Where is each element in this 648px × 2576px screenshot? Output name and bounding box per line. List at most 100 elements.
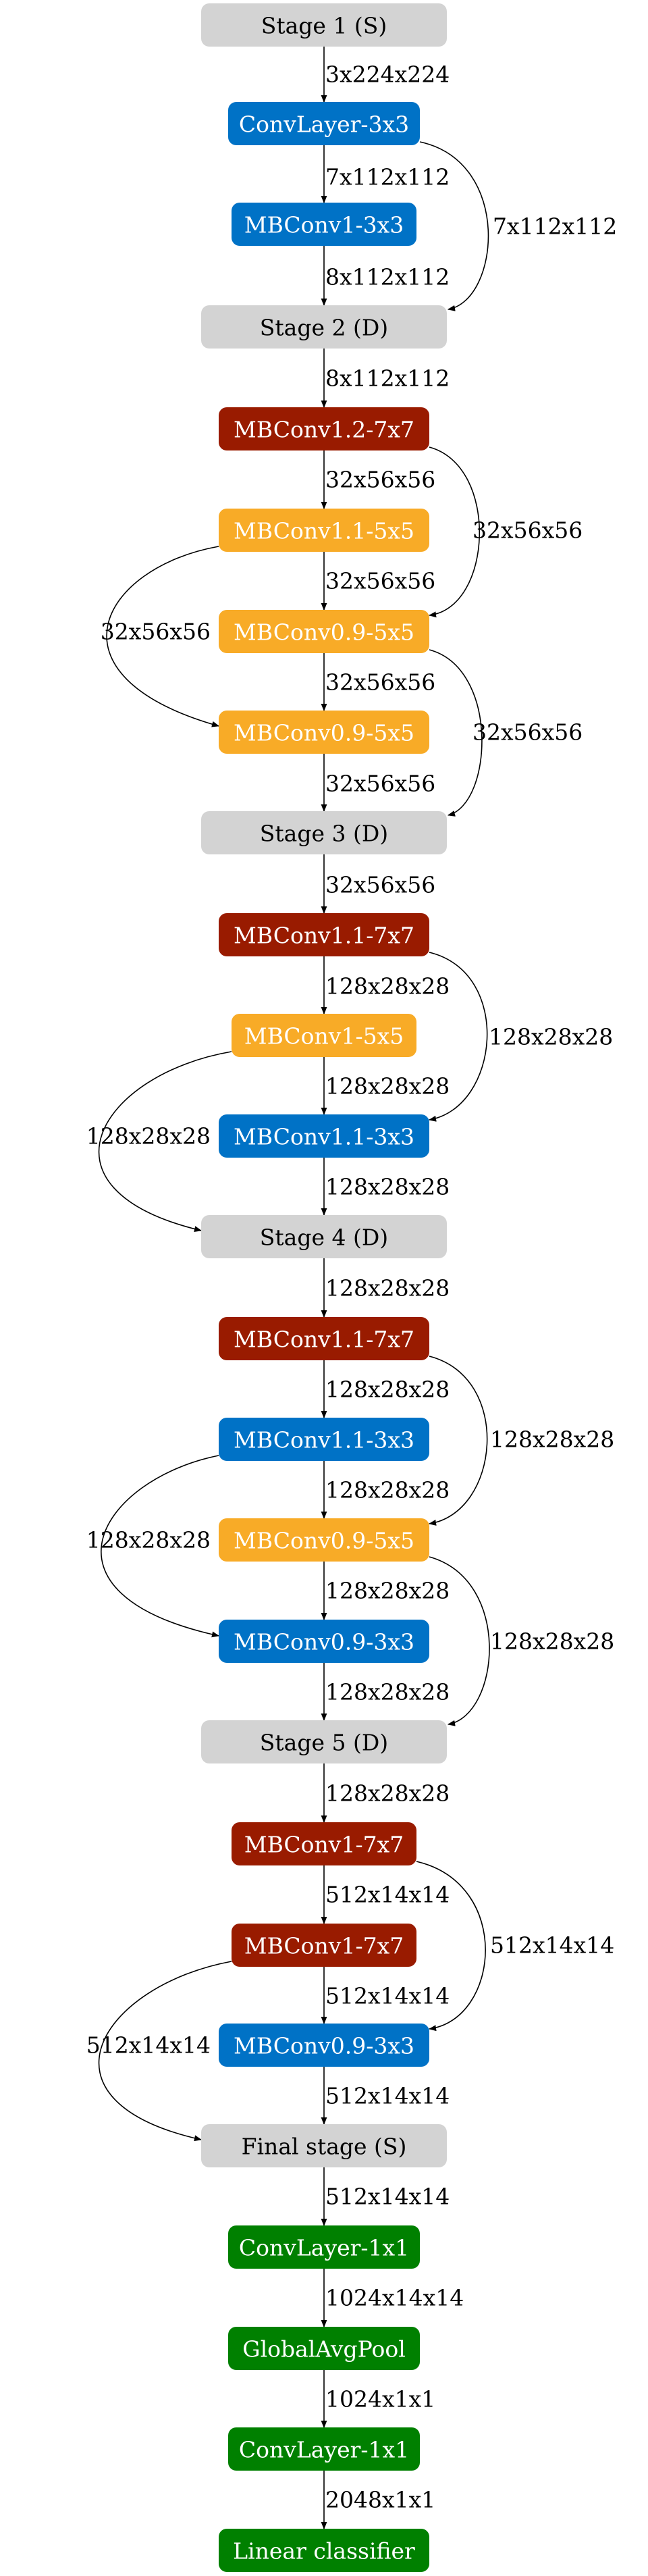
edge-label: 128x28x28 [86, 1527, 211, 1553]
node-global_avg_pool: GlobalAvgPool [228, 2327, 420, 2370]
edge-convlayer_3x3-to-mbconv1_3x3: 7x112x112 [321, 145, 450, 204]
node-box [228, 102, 420, 145]
edge-s4_mbconv0_9_5x5-to-stage5: 128x28x28 [429, 1556, 614, 1726]
node-label: Stage 2 (D) [260, 315, 388, 341]
edge-label: 32x56x56 [473, 719, 583, 746]
node-s4_mbconv1_1_3x3: MBConv1.1-3x3 [219, 1418, 429, 1461]
edge-convlayer_1x1_a-to-global_avg_pool: 1024x14x14 [321, 2269, 464, 2328]
edge-s4_mbconv1_1_7x7-to-s4_mbconv0_9_5x5: 128x28x28 [428, 1356, 614, 1526]
edge-final_stage-to-convlayer_1x1_a: 512x14x14 [321, 2167, 450, 2227]
node-box [201, 1720, 447, 1763]
edge-label: 3x224x224 [325, 61, 450, 88]
edge-global_avg_pool-to-convlayer_1x1_b: 1024x1x1 [321, 2370, 435, 2429]
node-s3_mbconv1_1_3x3: MBConv1.1-3x3 [219, 1114, 429, 1158]
edge-stage3-to-s3_mbconv1_1_7x7: 32x56x56 [321, 854, 435, 915]
edge-label: 128x28x28 [325, 1073, 450, 1100]
edge-label: 512x14x14 [325, 1983, 450, 2009]
edge-s3_mbconv1_1_3x3-to-stage4: 128x28x28 [321, 1158, 450, 1216]
edge-label: 32x56x56 [101, 619, 211, 645]
edge-stage4-to-s4_mbconv1_1_7x7: 128x28x28 [321, 1258, 450, 1318]
node-box [219, 1317, 429, 1360]
edge-label: 32x56x56 [325, 872, 435, 898]
node-box [219, 509, 429, 552]
node-box [232, 203, 416, 246]
edge-label: 128x28x28 [490, 1426, 614, 1453]
edge-arrow [101, 1455, 220, 1638]
edge-arrow [106, 546, 220, 727]
node-s5_mbconv0_9_3x3: MBConv0.9-3x3 [219, 2024, 429, 2067]
edge-s4_mbconv0_9_3x3-to-stage5: 128x28x28 [321, 1663, 450, 1722]
edge-s5_mbconv1_7x7_a-to-s5_mbconv1_7x7_b: 512x14x14 [321, 1865, 450, 1925]
node-convlayer_1x1_a: ConvLayer-1x1 [228, 2225, 420, 2269]
node-s3_mbconv1_5x5: MBConv1-5x5 [232, 1014, 416, 1057]
edge-label: 8x112x112 [325, 365, 450, 392]
edge-stage5-to-s5_mbconv1_7x7_a: 128x28x28 [321, 1763, 450, 1824]
node-s4_mbconv0_9_3x3: MBConv0.9-3x3 [219, 1620, 429, 1663]
edge-s4_mbconv0_9_5x5-to-s4_mbconv0_9_3x3: 128x28x28 [321, 1562, 450, 1621]
edge-label: 32x56x56 [325, 669, 435, 696]
node-label: MBConv1-5x5 [244, 1023, 404, 1050]
node-box [228, 2225, 420, 2269]
node-s4_mbconv1_1_7x7: MBConv1.1-7x7 [219, 1317, 429, 1360]
edge-label: 32x56x56 [325, 467, 435, 493]
edges-layer: 3x224x2247x112x1127x112x1128x112x1128x11… [86, 47, 617, 2530]
node-label: Final stage (S) [242, 2134, 407, 2160]
edge-s5_mbconv1_7x7_b-to-final_stage: 512x14x14 [86, 1961, 232, 2142]
edge-label: 512x14x14 [490, 1932, 614, 1959]
edge-label: 1024x14x14 [325, 2285, 464, 2311]
edge-s4_mbconv1_1_7x7-to-s4_mbconv1_1_3x3: 128x28x28 [321, 1360, 450, 1419]
edge-label: 128x28x28 [490, 1628, 614, 1655]
edge-arrow [98, 1051, 232, 1232]
edge-convlayer_3x3-to-stage2: 7x112x112 [419, 141, 617, 311]
node-label: Stage 4 (D) [260, 1225, 388, 1251]
edge-s3_mbconv1_1_7x7-to-s3_mbconv1_1_3x3: 128x28x28 [428, 952, 613, 1122]
edge-label: 128x28x28 [325, 1275, 450, 1302]
node-label: MBConv1.1-5x5 [234, 518, 414, 544]
node-label: Stage 1 (S) [261, 13, 387, 39]
edge-arrow [428, 952, 488, 1122]
node-label: MBConv1.1-7x7 [234, 1326, 414, 1353]
node-box [219, 2529, 429, 2572]
edge-label: 512x14x14 [86, 2032, 211, 2059]
edge-label: 128x28x28 [325, 1376, 450, 1403]
edge-s2_mbconv1_1_5x5-to-s2_mbconv0_9_5x5_a: 32x56x56 [321, 552, 435, 611]
edge-stage1-to-convlayer_3x3: 3x224x224 [321, 47, 450, 103]
node-box [219, 610, 429, 653]
edge-label: 8x112x112 [325, 264, 450, 290]
edge-label: 128x28x28 [325, 973, 450, 1000]
node-box [232, 1924, 416, 1967]
edge-label: 2048x1x1 [325, 2487, 435, 2513]
edge-s4_mbconv1_1_3x3-to-s4_mbconv0_9_3x3: 128x28x28 [86, 1455, 220, 1638]
node-mbconv1_3x3: MBConv1-3x3 [232, 203, 416, 246]
edge-s2_mbconv1_2_7x7-to-s2_mbconv1_1_5x5: 32x56x56 [321, 450, 435, 510]
edge-label: 32x56x56 [325, 771, 435, 797]
edge-label: 7x112x112 [325, 164, 450, 190]
edge-label: 128x28x28 [325, 1174, 450, 1200]
node-s2_mbconv0_9_5x5_a: MBConv0.9-5x5 [219, 610, 429, 653]
node-label: Stage 5 (D) [260, 1730, 388, 1756]
edge-label: 32x56x56 [473, 517, 583, 544]
edge-label: 128x28x28 [489, 1024, 613, 1050]
node-label: MBConv1.1-7x7 [234, 923, 414, 949]
edge-label: 128x28x28 [86, 1123, 211, 1150]
node-box [228, 2427, 420, 2471]
node-stage5: Stage 5 (D) [201, 1720, 447, 1763]
node-s2_mbconv1_1_5x5: MBConv1.1-5x5 [219, 509, 429, 552]
node-stage1: Stage 1 (S) [201, 3, 447, 47]
node-convlayer_1x1_b: ConvLayer-1x1 [228, 2427, 420, 2471]
edge-convlayer_1x1_b-to-linear_classifier: 2048x1x1 [321, 2471, 435, 2530]
node-s3_mbconv1_1_7x7: MBConv1.1-7x7 [219, 913, 429, 956]
node-box [201, 811, 447, 854]
edge-label: 128x28x28 [325, 1780, 450, 1807]
edge-label: 32x56x56 [325, 568, 435, 594]
edge-stage2-to-s2_mbconv1_2_7x7: 8x112x112 [321, 349, 450, 409]
edge-s5_mbconv1_7x7_b-to-s5_mbconv0_9_3x3: 512x14x14 [321, 1967, 450, 2025]
node-box [219, 1518, 429, 1562]
node-box [201, 1215, 447, 1258]
edge-arrow [429, 1556, 490, 1726]
node-label: Stage 3 (D) [260, 821, 388, 847]
node-box [219, 913, 429, 956]
node-label: MBConv0.9-5x5 [234, 619, 414, 646]
edge-arrow [429, 649, 483, 817]
edge-s4_mbconv1_1_3x3-to-s4_mbconv0_9_5x5: 128x28x28 [321, 1461, 450, 1520]
